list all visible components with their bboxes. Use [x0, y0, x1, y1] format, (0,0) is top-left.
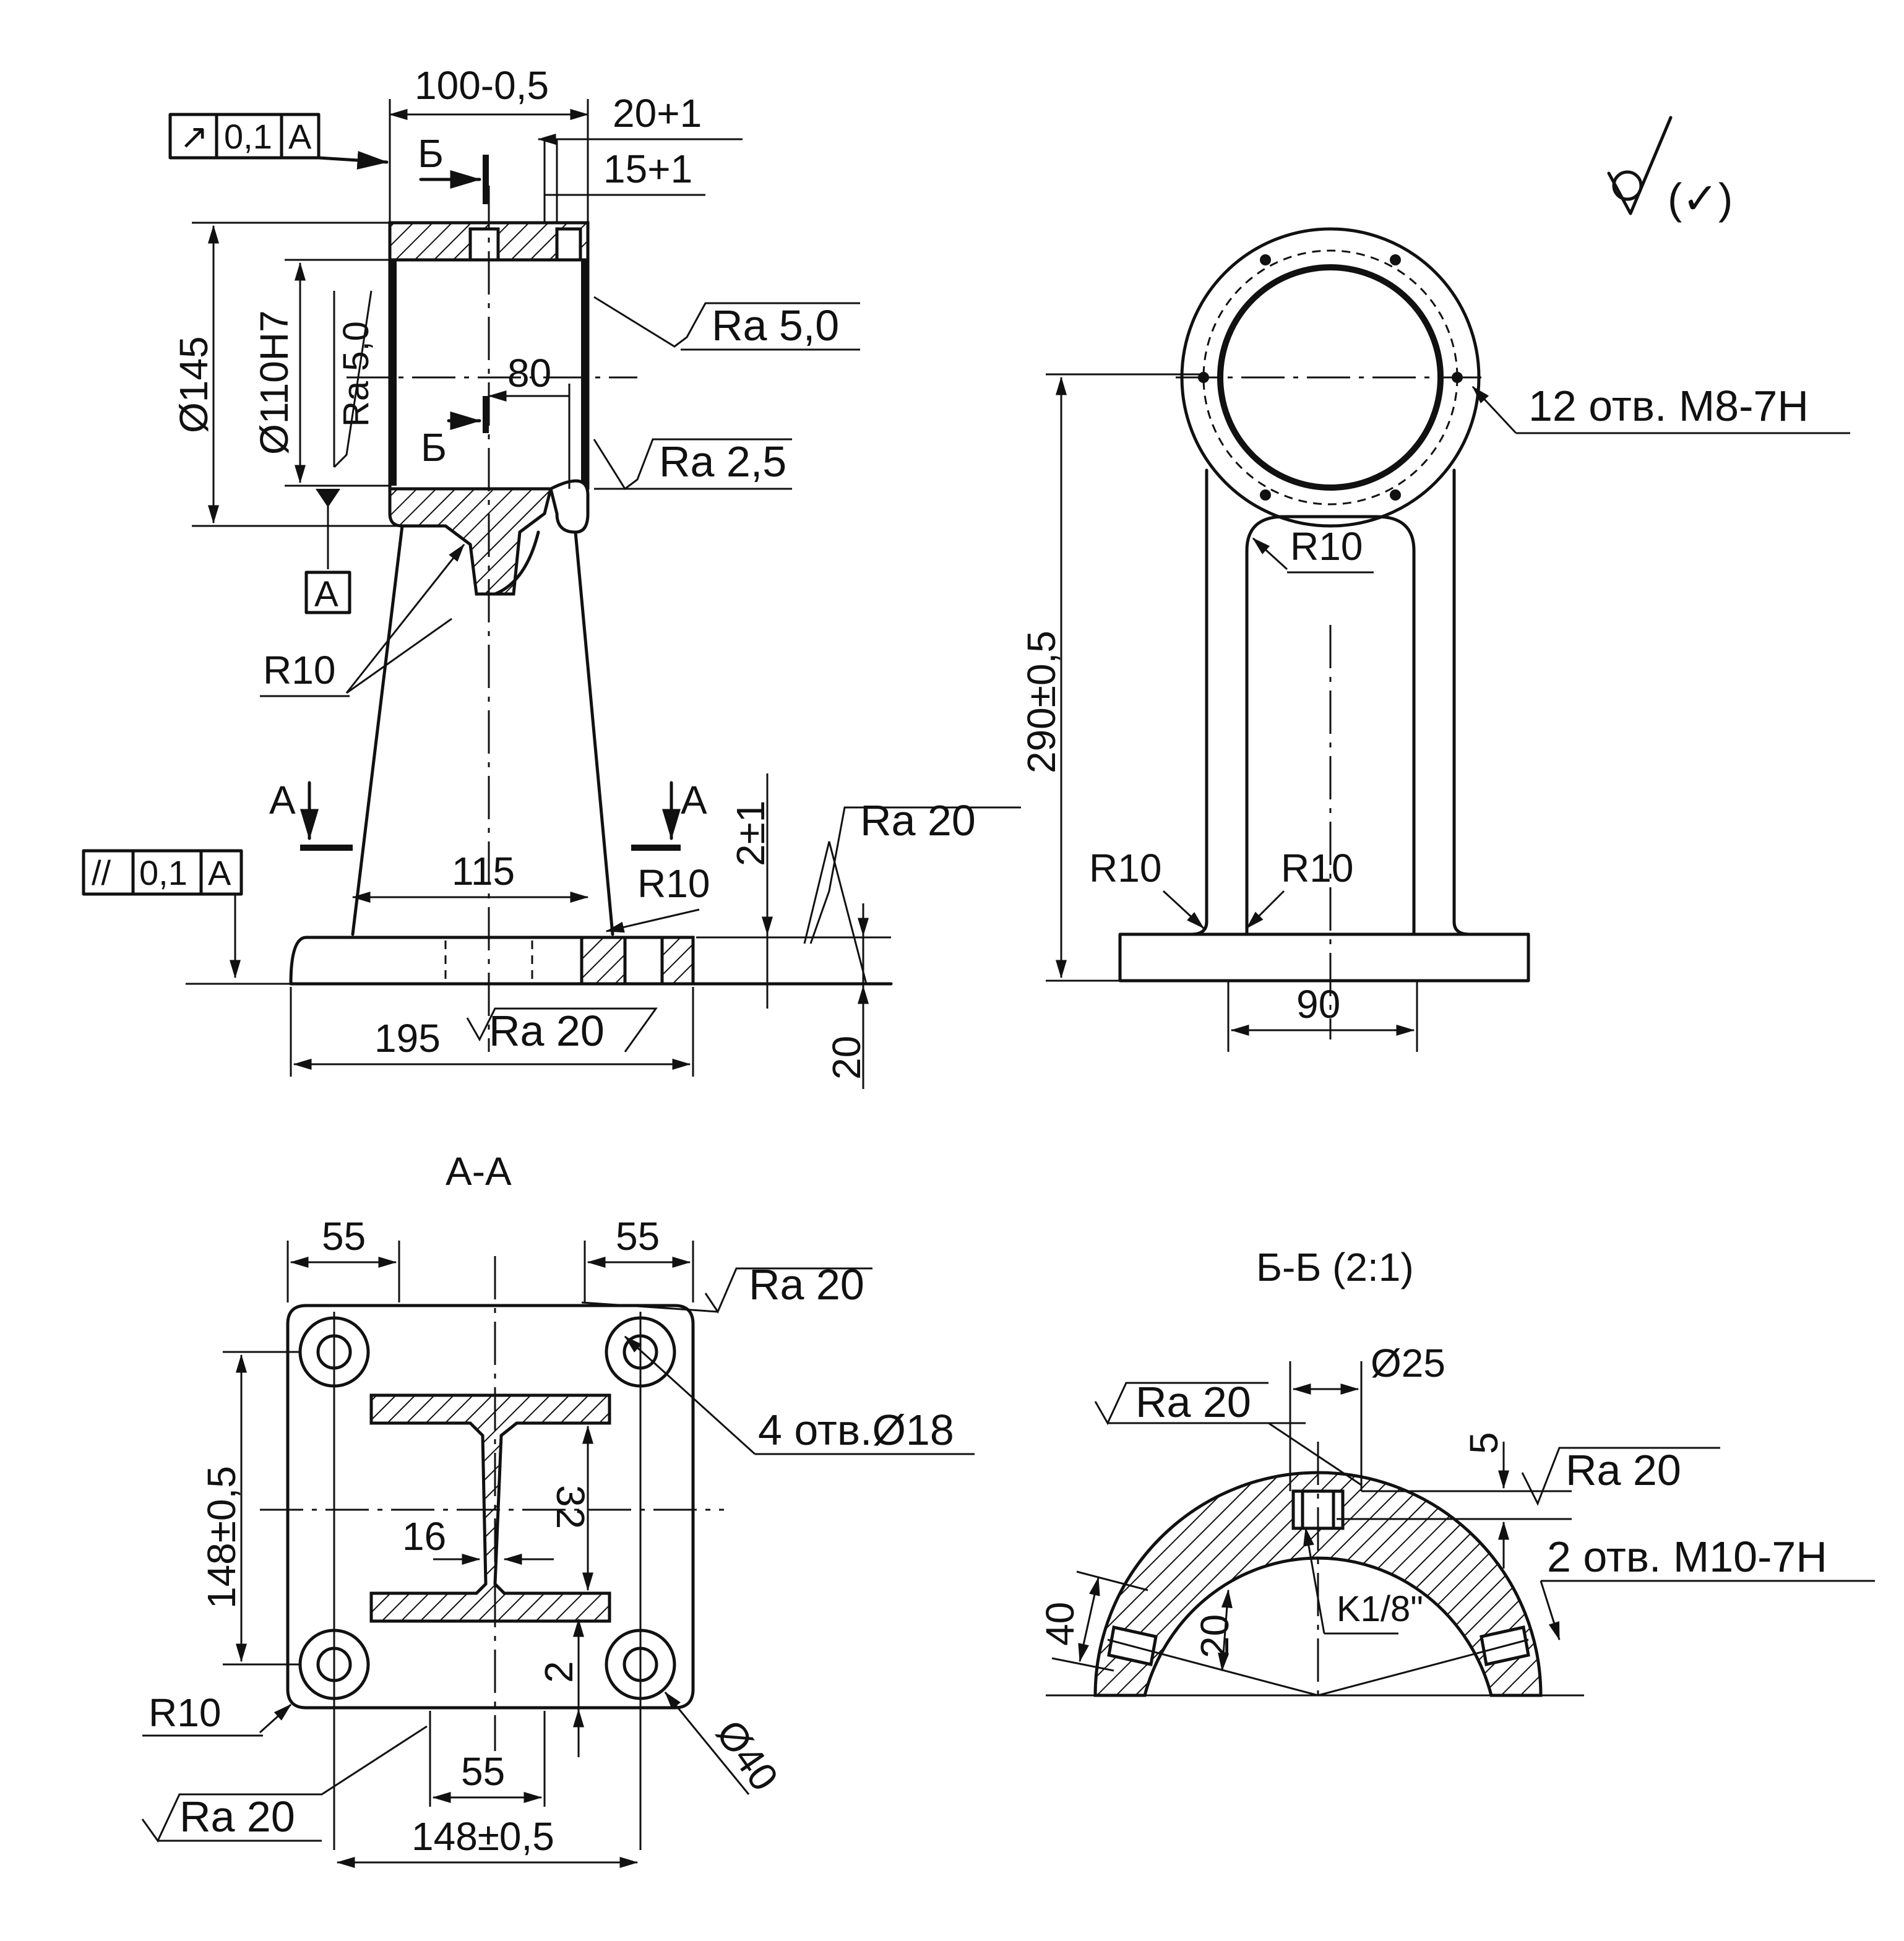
r10-side-left: R10 [1089, 846, 1161, 890]
dim-2-aa: 2 [536, 1661, 581, 1683]
dim-32: 32 [548, 1485, 593, 1529]
d25-bb: Ø25 [1371, 1341, 1445, 1385]
datum-a-label: A [314, 574, 338, 614]
datum-a-box [304, 570, 351, 614]
holes-d18-label: 4 отв.Ø18 [758, 1406, 954, 1454]
section-b-top-label: Б [418, 131, 444, 176]
r10-front-left: R10 [263, 648, 335, 692]
ra-aa-top: Ra 20 [749, 1260, 864, 1309]
column-edge-left [351, 524, 404, 936]
general-roughness-symbol: (✓) [1607, 116, 1733, 223]
general-roughness-text: (✓) [1668, 174, 1733, 223]
ra-aa-bottom: Ra 20 [179, 1793, 295, 1841]
housing-bottom-hatch [388, 487, 553, 596]
ra-base-bottom: Ra 20 [489, 1007, 605, 1055]
dim-15-tolerance: 15+1 [603, 147, 692, 191]
dim-5-bb: 5 [1462, 1432, 1506, 1454]
runout-datum: A [288, 117, 312, 156]
ra-bb-right: Ra 20 [1566, 1446, 1681, 1494]
dim-16: 16 [402, 1514, 446, 1559]
parallelism-symbol: // [92, 853, 111, 892]
parallelism-datum: A [208, 853, 231, 892]
dim-148-vertical: 148±0,5 [199, 1466, 244, 1609]
side-view: (✓) 12 отв. M8-7H [1019, 116, 1850, 1052]
dim-80: 80 [507, 351, 551, 395]
section-bb-arch [1093, 1471, 1543, 1697]
ra-bore: Ra 5,0 [336, 321, 376, 427]
thread-k-label: K1/8" [1337, 1589, 1423, 1629]
dim-width-top: 100-0,5 [415, 63, 549, 108]
bolt-hole-markers [1198, 254, 1463, 501]
dim-90: 90 [1296, 982, 1340, 1026]
dim-55-bottom: 55 [461, 1749, 505, 1794]
holes-m8-label: 12 отв. M8-7H [1528, 382, 1809, 430]
section-b-bottom-label: Б [421, 425, 447, 470]
front-view: 100-0,5 20+1 15+1 ↗ 0,1 A Б Б Ø145 [82, 63, 1021, 1089]
side-base-plate [1118, 932, 1530, 983]
dim-d110h7: Ø110H7 [252, 310, 296, 455]
dim-290: 290±0,5 [1019, 631, 1064, 773]
parallelism-value: 0,1 [139, 853, 187, 892]
dim-20-height: 20 [824, 1036, 869, 1080]
r10-aa: R10 [149, 1690, 221, 1735]
column-window [1245, 515, 1416, 936]
base-plate [289, 936, 695, 986]
holes-m10-label: 2 отв. M10-7H [1547, 1533, 1827, 1581]
section-aa: A-A 55 55 Ra 20 4 [141, 1149, 975, 1868]
column-edge-right [574, 530, 614, 936]
runout-tolerance-frame: ↗ 0,1 A [168, 113, 321, 160]
r10-front-base: R10 [637, 861, 710, 906]
runout-symbol: ↗ [179, 117, 209, 156]
section-aa-ibeam [369, 1393, 611, 1623]
section-a-left-label: A [269, 778, 296, 822]
runout-value: 0,1 [224, 117, 272, 156]
ra-base-side: Ra 20 [860, 796, 976, 845]
section-bb: Б-Б (2:1) Ø25 Ra 20 5 Ra [1038, 1245, 1875, 1702]
dim-20-tolerance: 20+1 [613, 91, 702, 136]
dim-55-right: 55 [616, 1214, 660, 1259]
section-aa-title: A-A [446, 1149, 512, 1194]
dim-195: 195 [374, 1016, 441, 1061]
parallelism-tolerance-frame: // 0,1 A [82, 849, 243, 896]
section-a-right-label: A [681, 778, 707, 822]
dim-20-bb: 20 [1192, 1614, 1237, 1658]
dim-2-tolerance: 2±1 [728, 801, 773, 866]
ra-outer: Ra 5,0 [712, 301, 839, 350]
section-aa-plate [286, 1304, 695, 1710]
dim-d145: Ø145 [171, 336, 216, 433]
dim-55-left: 55 [322, 1214, 366, 1259]
dim-40-bb: 40 [1038, 1602, 1082, 1646]
section-bb-title: Б-Б (2:1) [1256, 1245, 1414, 1289]
dim-115: 115 [452, 849, 515, 893]
ra-bb-left: Ra 20 [1135, 1378, 1251, 1426]
ra-2-5: Ra 2,5 [659, 437, 786, 486]
r10-side-right: R10 [1281, 846, 1353, 890]
d40-aa: Ø40 [708, 1712, 787, 1799]
r10-side-top: R10 [1290, 524, 1363, 569]
dim-148-horizontal: 148±0,5 [411, 1814, 554, 1859]
